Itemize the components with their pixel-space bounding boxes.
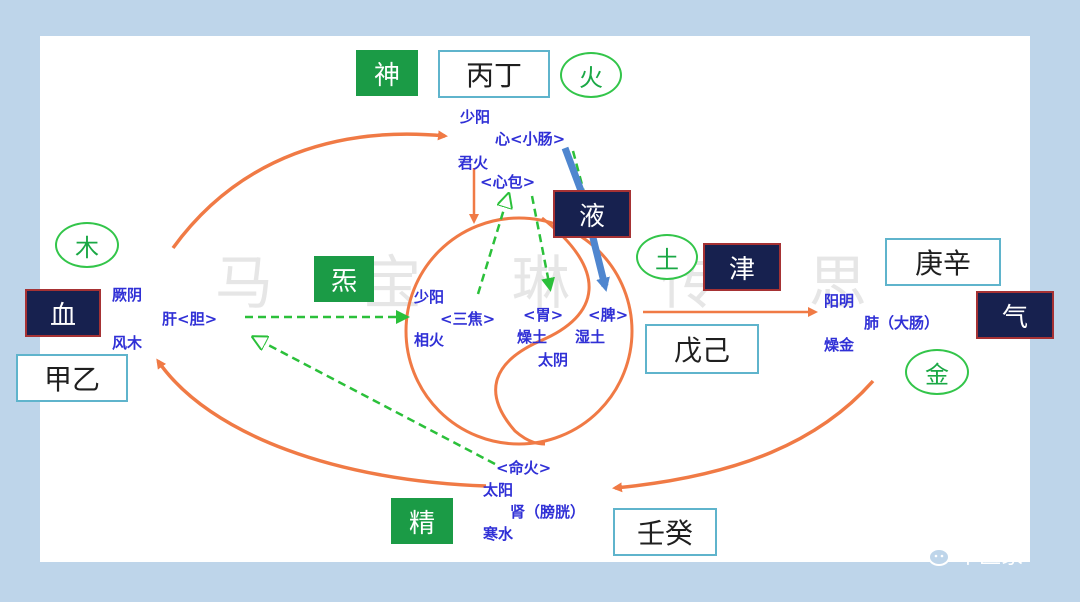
label-fei-dachang: 肺（大肠） — [864, 314, 940, 332]
label-taiyang: 太阳 — [483, 481, 514, 499]
cycle-diagram — [156, 130, 875, 493]
label-zaotu: 燥土 — [517, 328, 548, 346]
label-shaoyang-mid: 少阳 — [414, 288, 445, 306]
earth-circle: 土 — [636, 234, 698, 280]
qi-navy-tag: 气 — [976, 291, 1054, 339]
label-pi: <脾> — [588, 306, 629, 324]
dash-water-to-liver — [255, 338, 496, 466]
label-minghuo: <命火> — [496, 459, 552, 477]
label-shaoyang-top: 少阳 — [460, 108, 491, 126]
wechat-icon — [917, 540, 950, 566]
label-xin-xiaochang: 心<小肠> — [495, 130, 566, 148]
label-junhuo: 君火 — [458, 154, 489, 172]
dash-xinbao-to-wei — [530, 195, 555, 292]
label-jueyin: 厥阴 — [112, 286, 143, 304]
diagram-canvas: 马 宝 琳 传 思 — [16, 36, 1054, 562]
fire-circle: 火 — [560, 52, 622, 98]
label-zaojin: 燥金 — [824, 336, 855, 354]
label-yangming: 阳明 — [824, 292, 855, 310]
label-shen-pangguang: 肾（膀胱） — [510, 503, 586, 521]
jing-tag: 精 — [391, 498, 453, 544]
metal-circle: 金 — [905, 349, 969, 395]
center-s-curve — [494, 216, 591, 446]
bingding-box: 丙丁 — [438, 50, 550, 98]
jiayi-box: 甲乙 — [16, 354, 128, 402]
wechat-watermark: 中医家 — [917, 538, 1023, 570]
label-fengmu: 风木 — [112, 334, 143, 352]
label-hanshui: 寒水 — [483, 525, 514, 543]
ye-tag: 液 — [553, 190, 631, 238]
rengui-box: 壬癸 — [613, 508, 717, 556]
dash-sanjiao-to-xinbao — [476, 196, 508, 295]
label-xinbao: <心包> — [480, 173, 536, 191]
label-shitu: 湿土 — [575, 328, 606, 346]
wechat-account-name: 中医家 — [957, 544, 1024, 569]
arc-wood-to-fire — [171, 130, 448, 250]
jin-liquid-tag: 津 — [703, 243, 781, 291]
dash-xiaochang-down — [571, 150, 587, 197]
qi-green-tag: 炁 — [314, 256, 374, 302]
label-xianghuo: 相火 — [414, 331, 445, 349]
arc-metal-to-water — [612, 379, 875, 493]
label-taiyin: 太阴 — [538, 351, 569, 369]
label-wei: <胃> — [523, 306, 564, 324]
wood-circle: 木 — [55, 222, 119, 268]
label-sanjiao: <三焦> — [440, 310, 496, 328]
center-circle — [404, 216, 634, 446]
label-gan-dan: 肝<胆> — [162, 310, 218, 328]
gengxin-box: 庚辛 — [885, 238, 1001, 286]
wuji-box: 戊己 — [645, 324, 759, 374]
arc-water-to-wood — [156, 358, 487, 488]
xue-tag: 血 — [25, 289, 101, 337]
shen-tag: 神 — [356, 50, 418, 96]
